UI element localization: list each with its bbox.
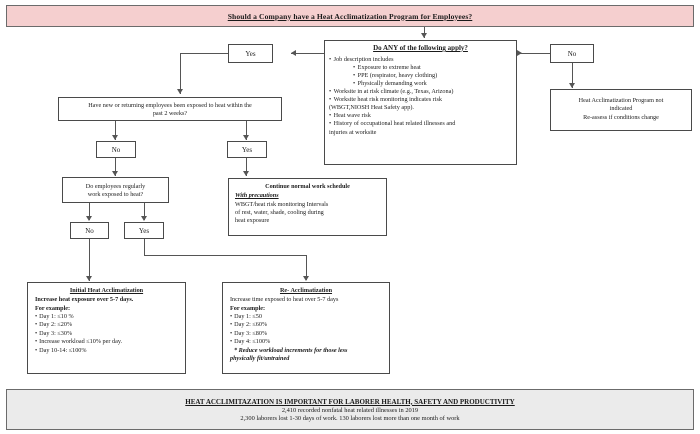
label-no-q3: No <box>70 222 109 239</box>
label-yes-q3-text: Yes <box>138 226 150 235</box>
connector-yes-down <box>180 53 181 94</box>
connector-yesq2-to-continue <box>246 158 247 176</box>
criteria-item: injuries at worksite <box>329 128 377 136</box>
initial-acc-bullet: Day 1: ≤10 % <box>35 313 178 321</box>
initial-acc-line1: Increase heat exposure over 5-7 days. <box>35 296 134 304</box>
footer-headline: HEAT ACCLIMITAZATION IS IMPORTANT FOR LA… <box>185 397 515 406</box>
question2-line2: past 2 weeks? <box>152 110 188 118</box>
arrowhead-decision-to-no <box>517 50 522 56</box>
question2-line1: Have new or returning employees been exp… <box>88 102 252 109</box>
re-acc-note-line1: * Reduce workload increments for those l… <box>234 346 348 354</box>
arrowhead-noq3-to-initial <box>86 276 92 281</box>
label-no-top-text: No <box>567 49 577 58</box>
re-acc-note-line2: physically fit/untrained <box>230 354 290 362</box>
arrowhead-q3-to-yes <box>141 216 147 221</box>
box-initial-heat-acclimatization: Initial Heat Acclimatization Increase he… <box>27 282 186 374</box>
criteria-item: (WBGT,NIOSH Heat Safety app). <box>329 104 414 112</box>
continue-title: Continue normal work schedule <box>265 183 350 190</box>
connector-noq2-to-q3 <box>115 158 116 176</box>
continue-line1: WBGT/heat risk monitoring Intervals <box>235 200 329 208</box>
program-not-indicated-line3: Re-assess if conditions change <box>583 113 659 121</box>
re-acc-bullet: Day 4: ≤100% <box>230 338 382 346</box>
initial-acc-bullet: Day 3: ≤30% <box>35 330 178 338</box>
connector-q3-to-yes <box>144 203 145 220</box>
continue-line2: of rest, water, shade, cooling during <box>235 209 324 217</box>
re-acc-line1: Increase time exposed to heat over 5-7 d… <box>230 296 339 304</box>
initial-acc-bullet-list: Day 1: ≤10 % Day 2: ≤20% Day 3: ≤30% Inc… <box>35 313 178 355</box>
decision-box-do-any-apply: Do ANY of the following apply? Job descr… <box>324 40 517 165</box>
connector-noq3-to-initial <box>89 239 90 281</box>
question3-line2: work exposed to heat? <box>87 191 144 199</box>
arrowhead-yesq2-to-continue <box>243 171 249 176</box>
criteria-item: Worksite heat risk monitoring indicates … <box>329 96 512 104</box>
connector-q2-to-no <box>115 121 116 140</box>
criteria-item: Exposure to extreme heat <box>329 64 512 72</box>
footer-banner: HEAT ACCLIMITAZATION IS IMPORTANT FOR LA… <box>6 389 694 430</box>
criteria-item: Job description includes <box>329 56 512 64</box>
criteria-item: Heat wave risk <box>329 112 512 120</box>
continue-subtitle: With precautions <box>235 192 279 200</box>
arrowhead-yes-to-question2 <box>177 89 183 94</box>
question3-line1: Do employees regularly <box>85 183 146 190</box>
decision-title: Do ANY of the following apply? <box>373 44 468 52</box>
connector-q3-to-no <box>89 203 90 220</box>
arrowhead-q3-to-no <box>86 216 92 221</box>
re-acc-bullet: Day 2: ≤60% <box>230 321 382 329</box>
arrowhead-decision-to-yes <box>291 50 296 56</box>
connector-yes-left <box>180 53 228 54</box>
re-acc-bullet: Day 3: ≤80% <box>230 330 382 338</box>
header-banner: Should a Company have a Heat Acclimatiza… <box>6 5 694 27</box>
label-yes-top-text: Yes <box>245 49 256 58</box>
footer-stat-2: 2,300 laborers lost 1-30 days of work. 1… <box>240 414 460 422</box>
criteria-item: PPE (respirator, heavy clothing) <box>329 72 512 80</box>
label-no-q2-text: No <box>111 145 121 154</box>
arrowhead-q2-to-yes <box>243 135 249 140</box>
initial-acc-title: Initial Heat Acclimatization <box>69 287 144 294</box>
arrowhead-noq2-to-q3 <box>112 171 118 176</box>
question-box-regularly-exposed: Do employees regularly work exposed to h… <box>62 177 169 203</box>
arrowhead-yesq3-to-reacc <box>303 276 309 281</box>
criteria-item: History of occupational heat related ill… <box>329 120 512 128</box>
decision-criteria-list: Job description includes Exposure to ext… <box>329 56 512 137</box>
page-title: Should a Company have a Heat Acclimatiza… <box>227 11 473 21</box>
initial-acc-line2: For example: <box>35 304 71 312</box>
connector-decision-to-yes <box>291 53 324 54</box>
re-acc-bullet: Day 1: ≤50 <box>230 313 382 321</box>
label-no-top: No <box>550 44 594 63</box>
initial-acc-bullet: Day 10-14: ≤100% <box>35 347 178 355</box>
connector-yesq3-down <box>144 239 145 255</box>
connector-q2-to-yes <box>246 121 247 140</box>
box-re-acclimatization: Re- Acclimatization Increase time expose… <box>222 282 390 374</box>
connector-no-to-program-box <box>572 63 573 88</box>
program-not-indicated-line2: indicated <box>609 105 633 113</box>
box-continue-normal-work: Continue normal work schedule With preca… <box>228 178 387 236</box>
label-no-q2: No <box>96 141 136 158</box>
connector-decision-to-no <box>517 53 550 54</box>
label-no-q3-text: No <box>85 226 94 235</box>
program-not-indicated-line1: Heat Acclimatization Program not <box>578 97 664 104</box>
arrowhead-q2-to-no <box>112 135 118 140</box>
arrowhead-header-to-decision <box>421 33 427 38</box>
re-acc-line2: For example: <box>230 304 266 312</box>
continue-line3: heat exposure <box>235 217 270 225</box>
criteria-item: Worksite in at risk climate (e.g., Texas… <box>329 88 512 96</box>
footer-stat-1: 2,410 recorded nonfatal heat related ill… <box>281 406 419 414</box>
label-yes-q2: Yes <box>227 141 267 158</box>
box-program-not-indicated: Heat Acclimatization Program not indicat… <box>550 89 692 131</box>
re-acc-title: Re- Acclimatization <box>279 287 333 294</box>
connector-yesq3-to-reacc <box>306 255 307 280</box>
question-box-new-returning-employees: Have new or returning employees been exp… <box>58 97 282 121</box>
connector-yesq3-right <box>144 255 306 256</box>
criteria-item: Physically demanding work <box>329 80 512 88</box>
initial-acc-bullet: Day 2: ≤20% <box>35 321 178 329</box>
re-acc-bullet-list: Day 1: ≤50 Day 2: ≤60% Day 3: ≤80% Day 4… <box>230 313 382 346</box>
connector-header-to-decision <box>424 27 425 38</box>
label-yes-top: Yes <box>228 44 273 63</box>
arrowhead-no-to-program-box <box>569 83 575 88</box>
label-yes-q3: Yes <box>124 222 164 239</box>
label-yes-q2-text: Yes <box>241 145 253 154</box>
initial-acc-bullet: Increase workload ≤10% per day. <box>35 338 178 346</box>
